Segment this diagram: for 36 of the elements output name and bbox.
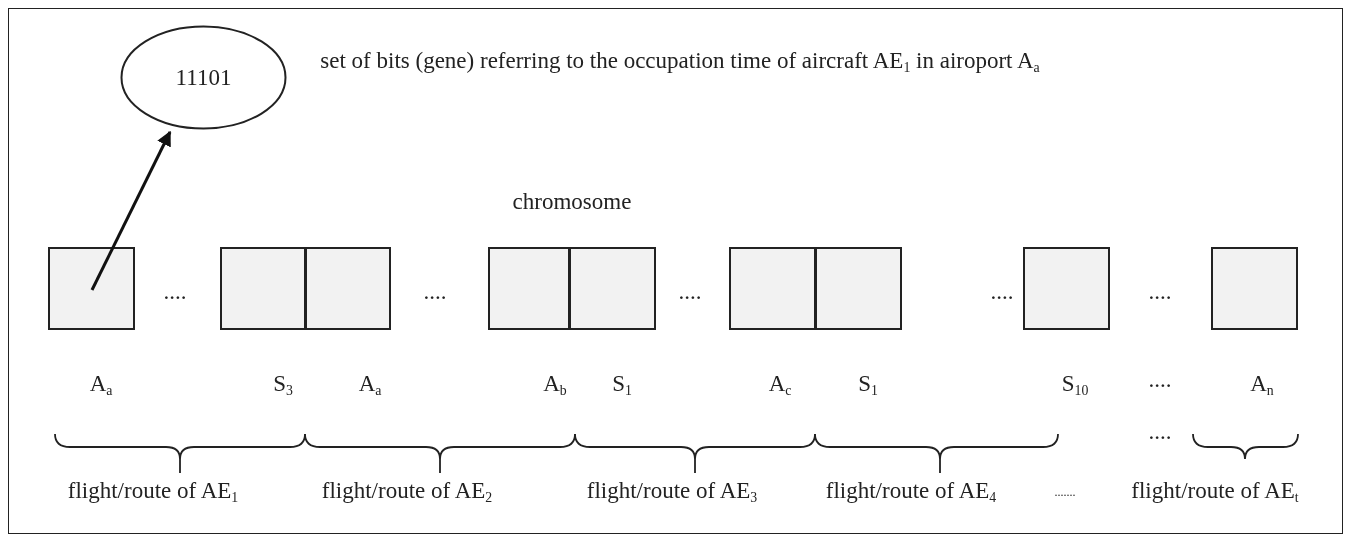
chromosome-cell [569,247,656,330]
gene-label: A$_{a}$ [89,371,113,399]
ellipsis: .... [1148,279,1172,305]
gene-label: A$_{b}$ [543,371,567,399]
bit-string: 11101 [175,64,232,91]
route-label: flight/route of AE$_{4}$ [825,478,997,506]
ellipsis: .... [1148,367,1172,393]
chromosome-cell [815,247,902,330]
route-label: flight/route of AE$_{1}$ [67,478,239,506]
ellipsis: .... [1148,419,1172,445]
gene-label: A$_{c}$ [768,371,792,399]
gene-label: S$_{10}$ [1061,371,1089,399]
chromosome-cell [48,247,135,330]
ellipsis: .... [990,279,1014,305]
chromosome-cell [1023,247,1110,330]
chromosome-cell [220,247,306,330]
chromosome-label: chromosome [512,189,632,215]
ellipsis: .... [163,279,187,305]
gene-label: S$_{1}$ [858,371,878,399]
chromosome-cell [305,247,391,330]
ellipsis: ....... [1054,484,1076,500]
gene-label: A$_{n}$ [1250,371,1274,399]
arrow [90,130,172,291]
route-label: flight/route of AE$_{3}$ [586,478,758,506]
description-text: set of bits (gene) referring to the occupation time of aircraft AE$_{1}$ in airoport A$_{a}$ [320,48,1040,76]
gene-label: A$_{a}$ [358,371,382,399]
chromosome-cell [488,247,570,330]
gene-label: S$_{1}$ [612,371,632,399]
chromosome-cell [1211,247,1298,330]
ellipsis: .... [423,279,447,305]
gene-ellipse [120,25,287,130]
chromosome-cell [729,247,816,330]
ellipsis: .... [678,279,702,305]
gene-label: S$_{3}$ [273,371,293,399]
route-label: flight/route of AE$_{2}$ [321,478,493,506]
route-label: flight/route of AE$_{t}$ [1131,478,1299,506]
